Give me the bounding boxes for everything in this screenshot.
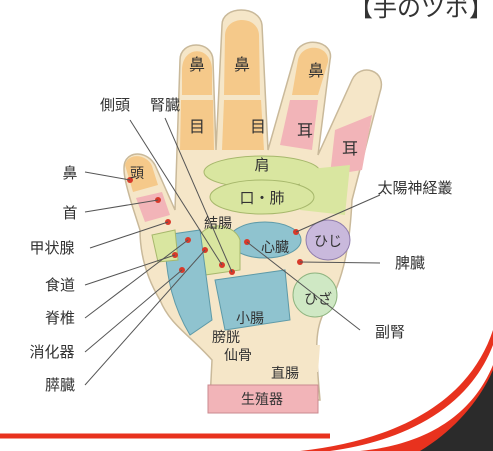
palm-label-bladder: 膀胱 <box>212 329 240 346</box>
middle-finger-tip-zone <box>224 20 260 95</box>
elbow-zone <box>305 219 351 261</box>
corner-swoosh-dark <box>420 370 493 451</box>
palm-label-large-intestine: 結腸 <box>204 216 232 232</box>
callout-label-temple: 側頭 <box>100 96 130 114</box>
palm-label-shoulder: 肩 <box>254 156 269 174</box>
corner-swoosh-white <box>330 345 493 451</box>
callout-label-esophagus: 食道 <box>45 276 75 294</box>
palm-label-heart: 心臓 <box>261 240 289 256</box>
solar-plexus-zone <box>300 165 350 215</box>
palm-label-sacrum: 仙骨 <box>224 348 252 364</box>
palm-label-elbow: ひじ <box>314 234 342 250</box>
finger-label-middle-nose: 鼻 <box>234 55 250 74</box>
thyroid-zone <box>151 229 179 263</box>
palm-label-rectum: 直腸 <box>271 365 299 382</box>
mouth-lung-zone <box>209 179 315 215</box>
ring-finger-tip-zone <box>292 47 329 95</box>
finger-label-index-eye: 目 <box>189 117 205 136</box>
leader-lines <box>84 117 381 386</box>
callout-label-pancreas: 膵臓 <box>45 376 75 394</box>
small-intestine-zone <box>214 269 291 331</box>
callout-label-adrenal: 副腎 <box>375 323 405 341</box>
ring-finger-mid-zone <box>280 100 318 150</box>
reproductive-zone <box>207 384 319 414</box>
callout-label-thyroid: 甲状腺 <box>29 239 74 257</box>
callout-label-nose: 鼻 <box>62 164 77 182</box>
palm-label-mouth-lung: 口・肺 <box>239 189 284 207</box>
thumb-neck-zone <box>136 192 170 222</box>
finger-label-index-nose: 鼻 <box>189 55 205 74</box>
callout-label-kidney: 腎臓 <box>150 96 180 114</box>
palm-label-knee: ひざ <box>304 291 332 308</box>
callout-label-solar-plexus: 太陽神経叢 <box>377 179 452 197</box>
little-finger-zone <box>330 115 372 175</box>
palm-label-reproductive: 生殖器 <box>241 391 283 408</box>
finger-label-thumb-head: 頭 <box>130 166 144 182</box>
thumb-tip-zone <box>125 156 158 192</box>
header-title: 【手のツボ】 <box>349 0 493 22</box>
middle-finger-mid-zone <box>222 100 264 150</box>
callout-label-digestive: 消化器 <box>29 343 74 361</box>
finger-label-ring-ear: 耳 <box>297 121 313 140</box>
rectum-zone <box>228 345 320 372</box>
finger-label-middle-eye: 目 <box>250 117 266 136</box>
callout-label-spleen: 脾臓 <box>395 254 425 272</box>
callout-label-neck: 首 <box>62 204 77 222</box>
large-intestine-zone <box>199 225 241 276</box>
callout-label-spine: 脊椎 <box>45 309 75 327</box>
index-finger-mid-zone <box>180 100 214 150</box>
finger-label-little-ear: 耳 <box>342 139 358 158</box>
index-finger-tip-zone <box>182 51 212 95</box>
finger-label-ring-nose: 鼻 <box>308 61 324 80</box>
palm-label-small-intestine: 小腸 <box>236 311 264 327</box>
